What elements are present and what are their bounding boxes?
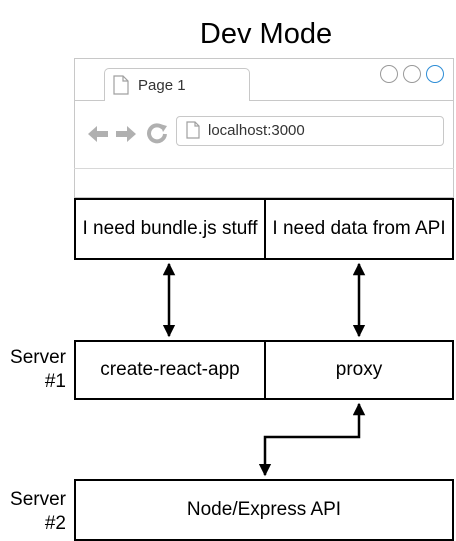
create-react-app-label: create-react-app bbox=[100, 359, 240, 380]
tab-strip-divider bbox=[74, 100, 454, 101]
page-icon bbox=[113, 75, 129, 95]
tab-bottom-mask bbox=[105, 100, 249, 101]
node-express-api-box: Node/Express API bbox=[74, 479, 454, 541]
proxy-to-api-arrow bbox=[258, 402, 366, 477]
proxy-label: proxy bbox=[335, 359, 383, 380]
back-arrow-icon[interactable] bbox=[86, 124, 110, 144]
toolbar-divider bbox=[74, 168, 454, 169]
url-page-icon bbox=[186, 121, 200, 139]
window-button-1[interactable] bbox=[380, 65, 398, 83]
node-express-api-label: Node/Express API bbox=[186, 499, 342, 520]
forward-arrow-icon[interactable] bbox=[114, 124, 138, 144]
api-request-box: I need data from API bbox=[264, 198, 454, 260]
server1-label: Server #1 bbox=[10, 347, 66, 392]
diagram-title: Dev Mode bbox=[199, 18, 333, 50]
bundle-request-label: I need bundle.js stuff bbox=[82, 218, 258, 239]
window-button-3[interactable] bbox=[426, 65, 444, 83]
window-button-2[interactable] bbox=[403, 65, 421, 83]
address-bar[interactable] bbox=[176, 116, 444, 146]
url-text: localhost:3000 bbox=[208, 122, 305, 139]
create-react-app-box: create-react-app bbox=[74, 340, 266, 400]
proxy-box: proxy bbox=[264, 340, 454, 400]
tab-label: Page 1 bbox=[138, 77, 186, 94]
server2-label: Server #2 bbox=[10, 489, 66, 534]
reload-icon[interactable] bbox=[146, 123, 168, 145]
browser-tab[interactable] bbox=[104, 68, 250, 101]
api-request-label: I need data from API bbox=[272, 218, 446, 239]
